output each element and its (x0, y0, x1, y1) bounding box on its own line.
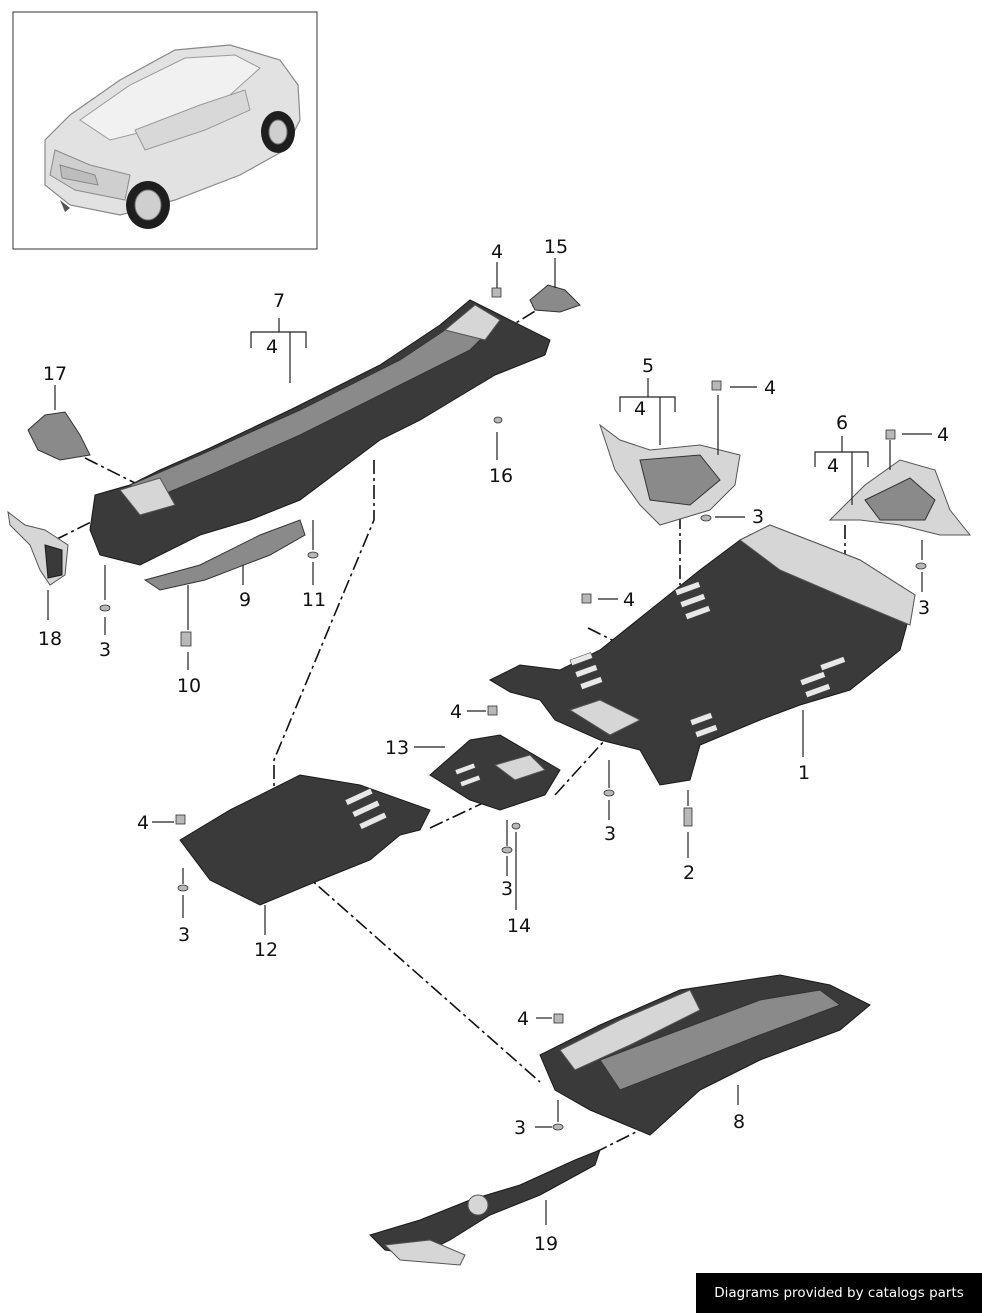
nut-3-icon (603, 789, 615, 797)
callout-7: 7 (273, 290, 285, 312)
clip-4-icon (487, 705, 498, 716)
part-8-rear-underbody-panel (539, 974, 871, 1136)
callout-4: 4 (491, 241, 503, 263)
callout-1: 1 (798, 762, 810, 784)
nut-3-icon (915, 562, 927, 570)
callout-13: 13 (385, 737, 409, 759)
clip-4-icon (581, 593, 592, 604)
part-19-rear-shield (369, 1149, 601, 1266)
nut-3-icon (552, 1123, 564, 1131)
callout-4: 4 (827, 455, 839, 477)
nut-11-icon (307, 551, 319, 559)
part-18-deflector (7, 510, 69, 586)
callout-3: 3 (514, 1117, 526, 1139)
callout-3: 3 (918, 597, 930, 619)
callout-3: 3 (178, 924, 190, 946)
nut-14-icon (511, 822, 521, 830)
callout-11: 11 (302, 589, 326, 611)
bolt-10-icon (180, 631, 192, 647)
callout-18: 18 (38, 628, 62, 650)
callout-14: 14 (507, 915, 531, 937)
callout-3: 3 (752, 506, 764, 528)
callout-3: 3 (99, 639, 111, 661)
clip-4-icon (553, 1013, 564, 1024)
callout-6: 6 (836, 412, 848, 434)
part-13-center-panel (429, 734, 561, 811)
callout-3: 3 (604, 823, 616, 845)
clip-4-icon (711, 380, 722, 391)
vehicle-inset (12, 11, 318, 250)
nut-3-icon (700, 514, 712, 522)
vehicle-illustration (44, 44, 301, 229)
nut-3-icon (501, 846, 513, 854)
vent-slots (569, 581, 846, 739)
attribution-footer: Diagrams provided by catalogs parts (696, 1273, 982, 1313)
callout-labels: 4 15 7 4 17 16 18 3 9 11 10 5 4 4 3 6 4 … (38, 236, 949, 1255)
part-6-wheelhouse-shield (828, 459, 972, 536)
part-12-front-panel (179, 774, 431, 906)
part-9-trim-panel (143, 519, 306, 591)
nut-16-icon (493, 416, 503, 424)
clip-4-icon (175, 814, 186, 825)
callout-12: 12 (254, 939, 278, 961)
part-17-cover (27, 411, 91, 461)
bolt-2-icon (683, 807, 693, 827)
callout-4: 4 (266, 336, 278, 358)
hardware (99, 287, 927, 1131)
clip-4-icon (491, 287, 502, 298)
callout-17: 17 (43, 363, 67, 385)
callout-19: 19 (534, 1233, 558, 1255)
callout-8: 8 (733, 1111, 745, 1133)
attribution-text: Diagrams provided by catalogs parts (714, 1285, 964, 1301)
nut-3-icon (99, 604, 111, 612)
callout-4: 4 (137, 812, 149, 834)
callout-4: 4 (634, 398, 646, 420)
callout-4: 4 (764, 377, 776, 399)
callout-15: 15 (544, 236, 568, 258)
part-7-underbody-panel (89, 299, 551, 566)
part-1-main-underbody-panel (488, 524, 916, 786)
callout-16: 16 (489, 465, 513, 487)
callout-3: 3 (501, 878, 513, 900)
callout-9: 9 (239, 589, 251, 611)
callout-5: 5 (642, 355, 654, 377)
nut-3-icon (177, 884, 189, 892)
callout-2: 2 (683, 862, 695, 884)
callout-4: 4 (623, 589, 635, 611)
callout-4: 4 (517, 1008, 529, 1030)
part-15-bracket (529, 284, 581, 313)
callout-10: 10 (177, 675, 201, 697)
callout-4: 4 (450, 701, 462, 723)
clip-4-icon (885, 429, 896, 440)
part-5-wheelhouse-shield (599, 423, 741, 526)
callout-4: 4 (937, 424, 949, 446)
leader-lines (47, 258, 932, 1225)
